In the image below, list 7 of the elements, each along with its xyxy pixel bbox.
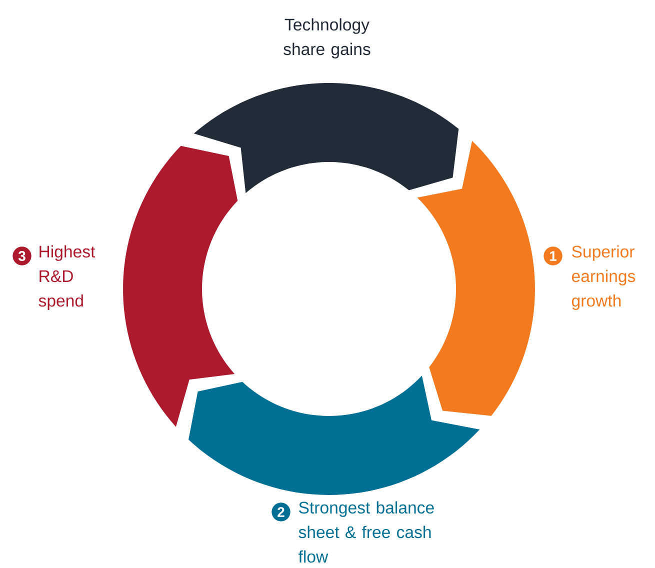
number-badge: 2: [272, 502, 290, 522]
number-badge: 3: [12, 246, 32, 266]
segment-label: Strongest balance sheet & free cash flow: [298, 501, 434, 563]
segment-label: Superior earnings growth: [572, 245, 636, 310]
number-badge: 1: [544, 246, 562, 266]
segment-label: Technology share gains: [284, 18, 370, 58]
segment-label: Highest R&D spend: [38, 245, 96, 310]
